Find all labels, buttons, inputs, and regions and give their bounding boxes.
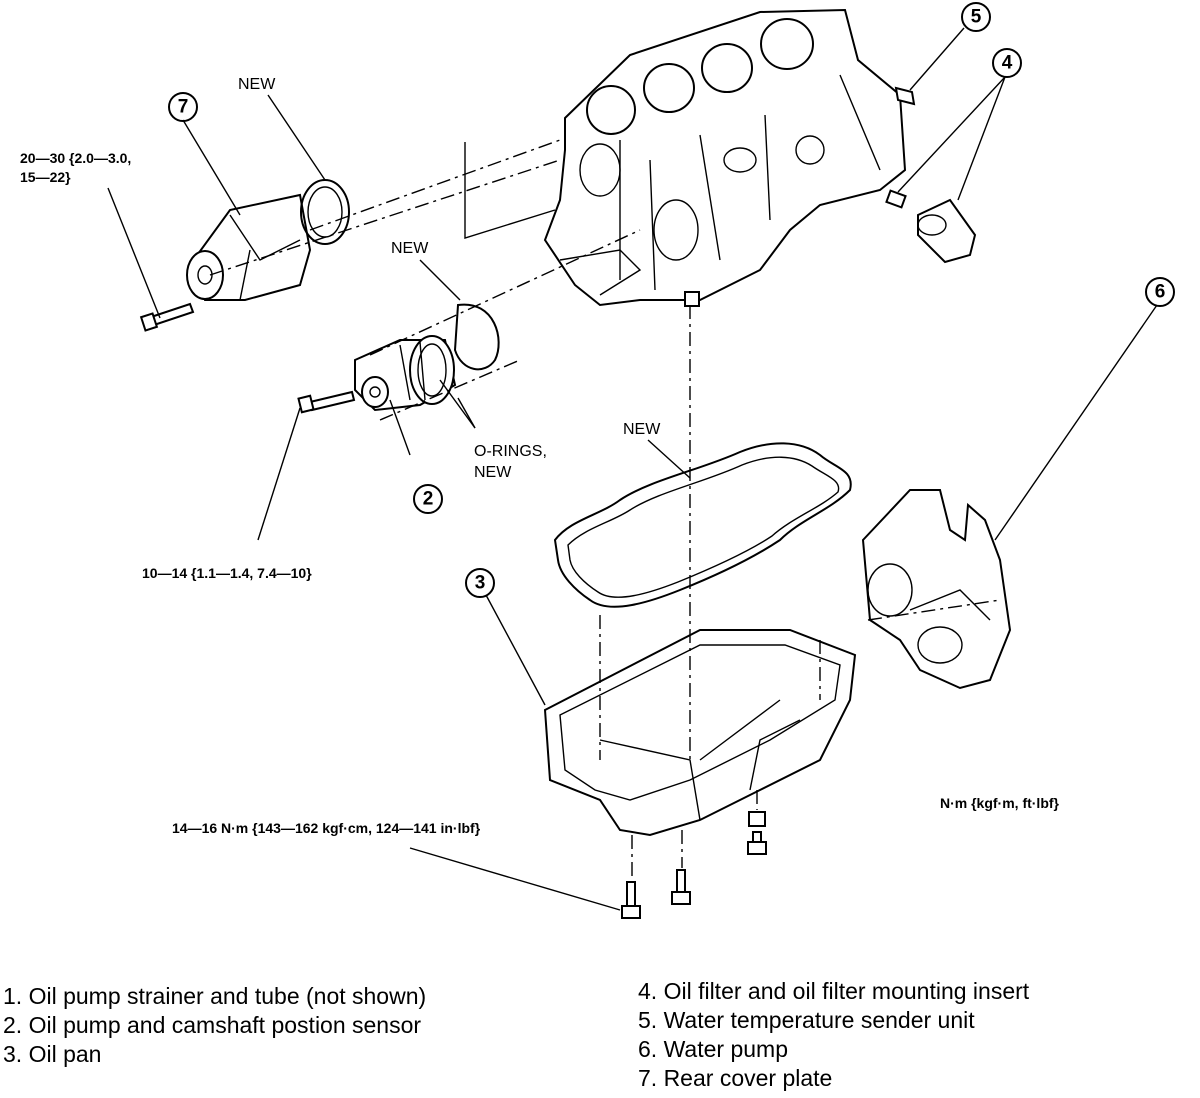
oil-pump-gasket	[453, 303, 500, 371]
water-pump-gasket	[300, 179, 350, 245]
callout-6: 7	[168, 92, 198, 122]
water-temp-sender	[894, 86, 916, 106]
legend-left: 1. Oil pump strainer and tube (not shown…	[3, 982, 426, 1069]
legend-item-1: 1. Oil pump strainer and tube (not shown…	[3, 983, 427, 1009]
callout-5: 5	[961, 2, 991, 32]
torque-water-pump-line2: 15—22}	[20, 169, 71, 185]
svg-text:6: 6	[1155, 282, 1166, 303]
svg-text:4: 4	[1002, 53, 1013, 74]
rear-cover-plate	[861, 489, 1012, 690]
torque-water-pump-line1: 20—30 {2.0—3.0,	[20, 150, 131, 166]
label-new-oil-pump-gasket: NEW	[391, 240, 429, 257]
torque-oil-pump: 10—14 {1.1—1.4, 7.4—10}	[142, 565, 312, 581]
legend-right: 4. Oil filter and oil filter mounting in…	[638, 977, 1029, 1093]
legend-item-3: 3. Oil pan	[3, 1041, 102, 1067]
label-o-rings: O-RINGS,	[474, 443, 547, 460]
legend-item-6: 6. Water pump	[638, 1036, 788, 1062]
oil-pan-nut	[747, 811, 767, 855]
torque-units-note: N·m {kgf·m, ft·lbf}	[940, 795, 1060, 811]
legend-item-4: 4. Oil filter and oil filter mounting in…	[638, 978, 1030, 1004]
label-new-oil-pan-gasket: NEW	[623, 421, 661, 438]
callout-7: 6	[1145, 277, 1175, 307]
oil-filter-insert	[885, 189, 907, 209]
callout-4: 4	[992, 48, 1022, 78]
oil-pan	[543, 629, 857, 837]
legend-item-5: 5. Water temperature sender unit	[638, 1007, 975, 1033]
torque-oil-pan: 14—16 N·m {143—162 kgf·cm, 124—141 in·lb…	[172, 820, 481, 836]
oil-pump-bolt	[297, 390, 356, 414]
oil-pan-bolt-left	[621, 881, 641, 919]
oil-pan-gasket	[553, 442, 852, 608]
oil-filter	[917, 198, 977, 264]
leader-lines	[107, 27, 1158, 911]
engine-block	[543, 8, 907, 307]
label-new-water-pump-gasket: NEW	[238, 76, 276, 93]
callout-2: 2	[413, 484, 443, 514]
svg-text:7: 7	[178, 97, 189, 118]
legend-item-7: 7. Rear cover plate	[638, 1065, 833, 1091]
callout-3: 3	[465, 568, 495, 598]
oil-pan-bolt-center	[671, 869, 691, 905]
legend-item-2: 2. Oil pump and camshaft postion sensor	[3, 1012, 422, 1038]
alignment-lines	[209, 139, 1001, 880]
svg-text:3: 3	[475, 573, 486, 594]
oil-pump	[354, 335, 457, 412]
svg-text:2: 2	[423, 489, 434, 510]
svg-text:5: 5	[971, 7, 982, 28]
water-pump-bolt	[139, 302, 195, 332]
label-o-rings-new: NEW	[474, 464, 512, 481]
